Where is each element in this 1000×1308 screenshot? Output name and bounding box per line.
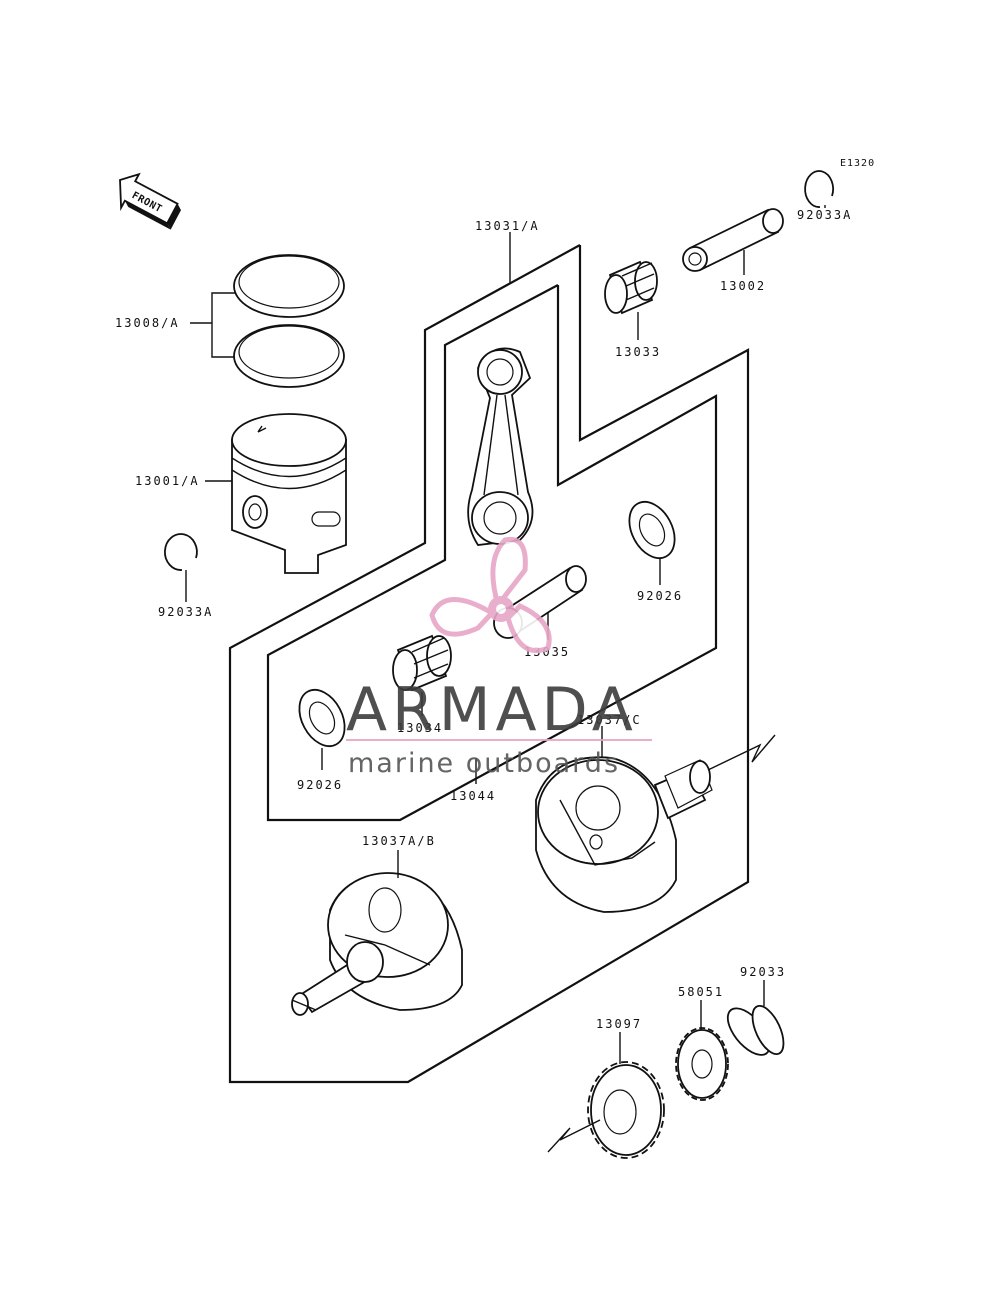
callout-crank-half-right: 13037/C [577, 713, 642, 727]
watermark-logo: ARMADA marine outboards [346, 536, 652, 779]
connecting-rod [467, 347, 534, 546]
needle-bearing-top [604, 260, 658, 315]
needle-bearing-lower [392, 634, 452, 692]
watermark-brand: ARMADA [346, 675, 638, 745]
callout-crank-half-left: 13037A/B [362, 834, 436, 848]
callout-piston-rings: 13008/A [115, 316, 180, 330]
callout-washer-left: 92026 [297, 778, 343, 792]
callout-connecting-rod: 13031/A [475, 219, 540, 233]
washer-right [628, 500, 676, 560]
circlip-gear-ring [751, 1004, 785, 1056]
crank-half-right [535, 734, 776, 913]
front-arrow-icon: FRONT [119, 172, 181, 230]
callout-gear-small: 58051 [678, 985, 724, 999]
callout-crankshaft-assy: 13044 [450, 789, 496, 803]
washer-left [298, 688, 346, 748]
callout-gear-large: 13097 [596, 1017, 642, 1031]
crank-half-left [291, 872, 463, 1016]
callout-circlip-top: 92033A [797, 208, 852, 222]
watermark-tagline: marine outboards [348, 748, 620, 779]
gear-large [547, 1061, 665, 1159]
callout-circlip-gear: 92033 [740, 965, 786, 979]
propeller-icon [429, 536, 552, 654]
figure-code: E1320 [840, 158, 875, 169]
circlip-gear [726, 1007, 770, 1056]
callout-washer-right: 92026 [637, 589, 683, 603]
piston-pin [682, 208, 784, 272]
circlip-top [804, 170, 834, 208]
callout-circlip-left: 92033A [158, 605, 213, 619]
callout-needle-bearing-lower: 13034 [397, 721, 443, 735]
outer-frame [228, 244, 750, 1084]
piston [231, 413, 347, 574]
piston-rings [233, 254, 345, 388]
gear-small [675, 1027, 729, 1101]
inner-frame [266, 284, 718, 822]
callout-piston-pin: 13002 [720, 279, 766, 293]
circlip-left [164, 533, 198, 571]
callout-needle-bearing-top: 13033 [615, 345, 661, 359]
callout-piston: 13001/A [135, 474, 200, 488]
